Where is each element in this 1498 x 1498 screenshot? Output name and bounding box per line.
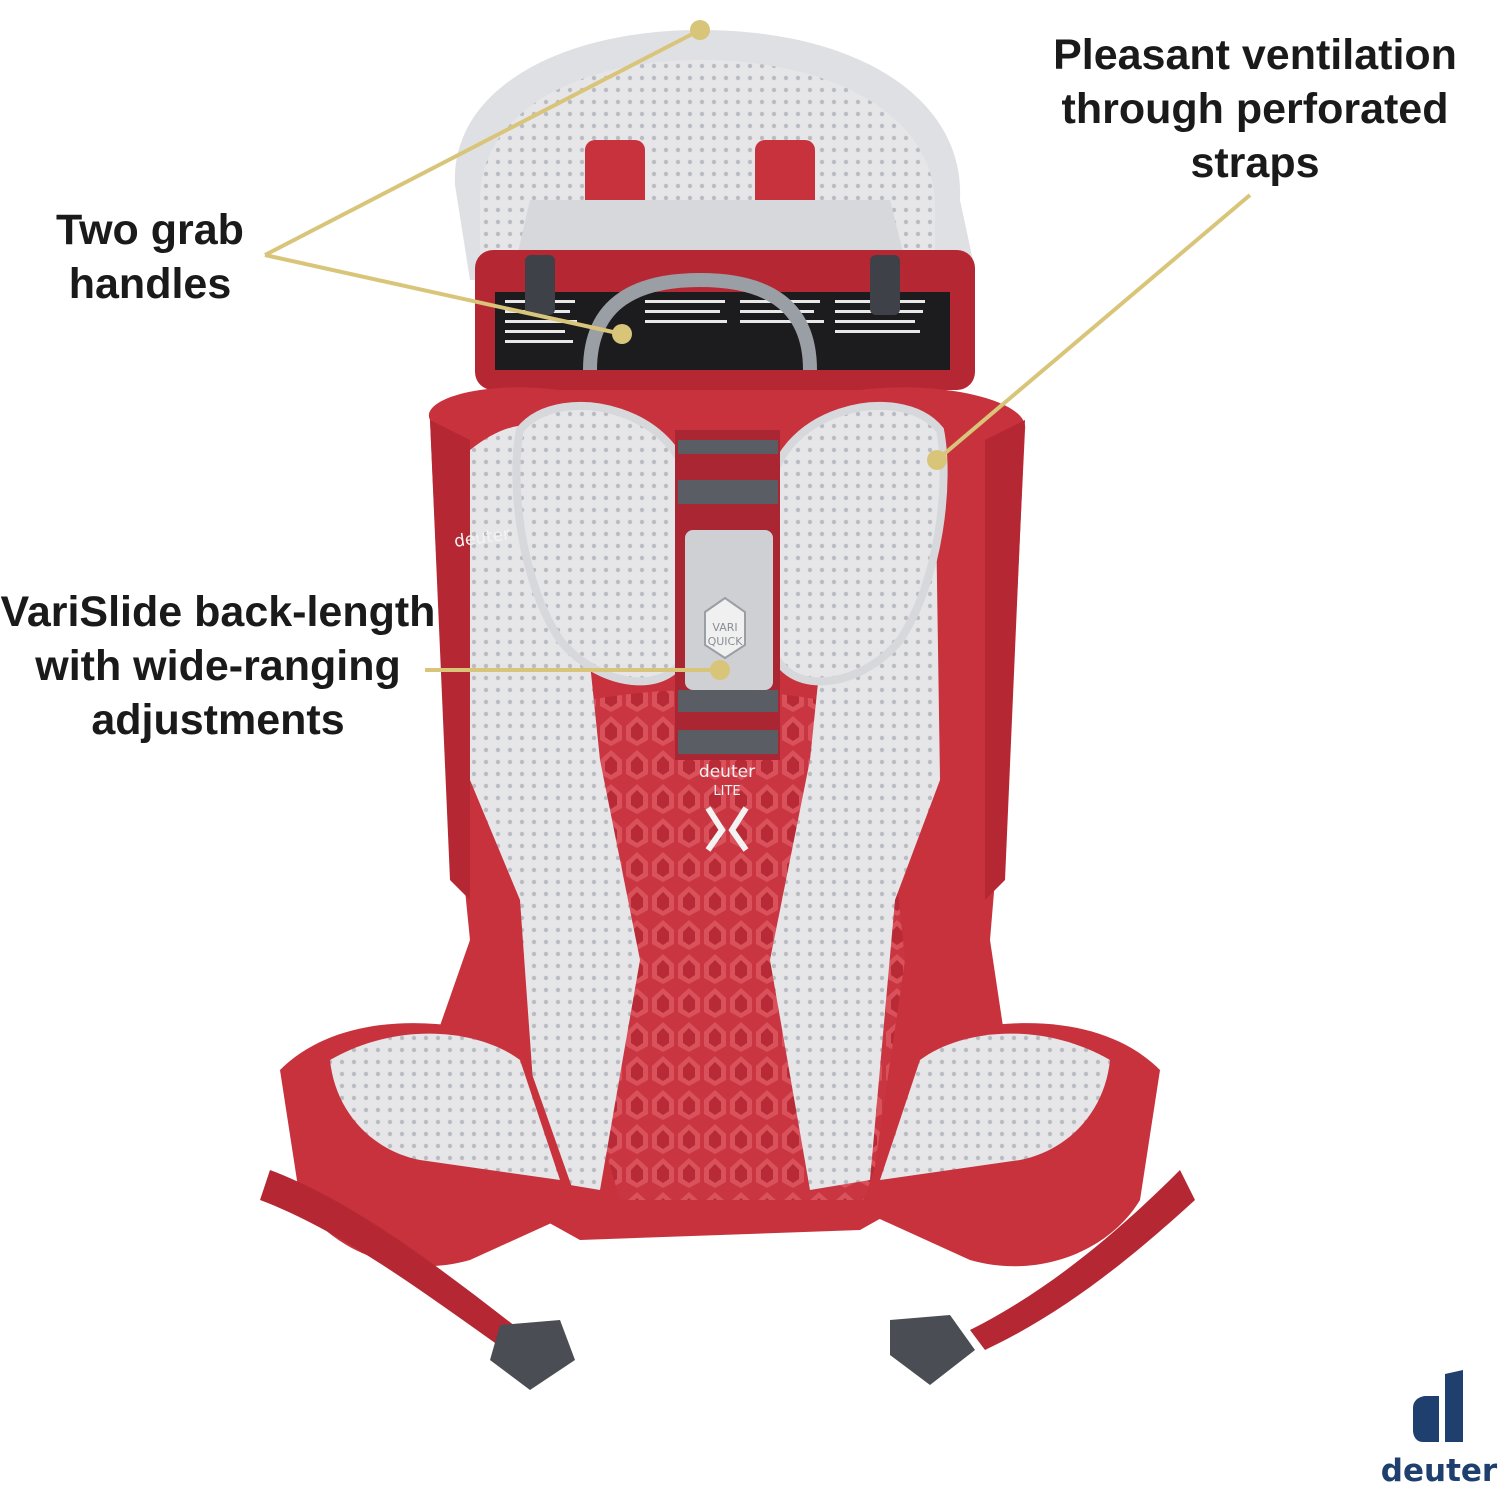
callout-line: adjustments bbox=[91, 696, 345, 744]
callout-line: VariSlide back-length bbox=[0, 588, 436, 636]
vari-label: VARI bbox=[712, 621, 737, 634]
vari-quick-badge: VARI QUICK bbox=[704, 596, 746, 660]
callout-dots bbox=[612, 20, 947, 680]
callout-line: Pleasant ventilation bbox=[1053, 31, 1457, 79]
head-cushion bbox=[454, 30, 975, 280]
brand-name: deuter bbox=[1380, 1453, 1498, 1489]
brand-logo: deuter bbox=[1380, 1370, 1498, 1489]
ventilation-callout: Pleasant ventilation through perforated … bbox=[1035, 28, 1475, 190]
hip-belt bbox=[260, 1023, 1195, 1390]
callout-line: handles bbox=[68, 260, 232, 308]
grab-handles-callout: Two grab handles bbox=[40, 203, 260, 311]
lite-sub-label: LITE bbox=[713, 784, 740, 799]
pack-body bbox=[400, 387, 1026, 1240]
lite-label: deuter bbox=[699, 762, 755, 782]
callout-line: with wide-ranging bbox=[35, 642, 401, 690]
upper-body bbox=[475, 250, 975, 390]
x-logo-mark bbox=[705, 806, 749, 852]
callout-line: Two grab bbox=[56, 206, 244, 254]
deuter-logo-icon bbox=[1413, 1370, 1463, 1442]
callout-lines bbox=[264, 28, 1252, 672]
quick-label: QUICK bbox=[708, 635, 744, 648]
callout-line: straps bbox=[1190, 139, 1320, 187]
callout-line: through perforated bbox=[1061, 85, 1449, 133]
varislide-callout: VariSlide back-length with wide-ranging … bbox=[0, 585, 436, 747]
